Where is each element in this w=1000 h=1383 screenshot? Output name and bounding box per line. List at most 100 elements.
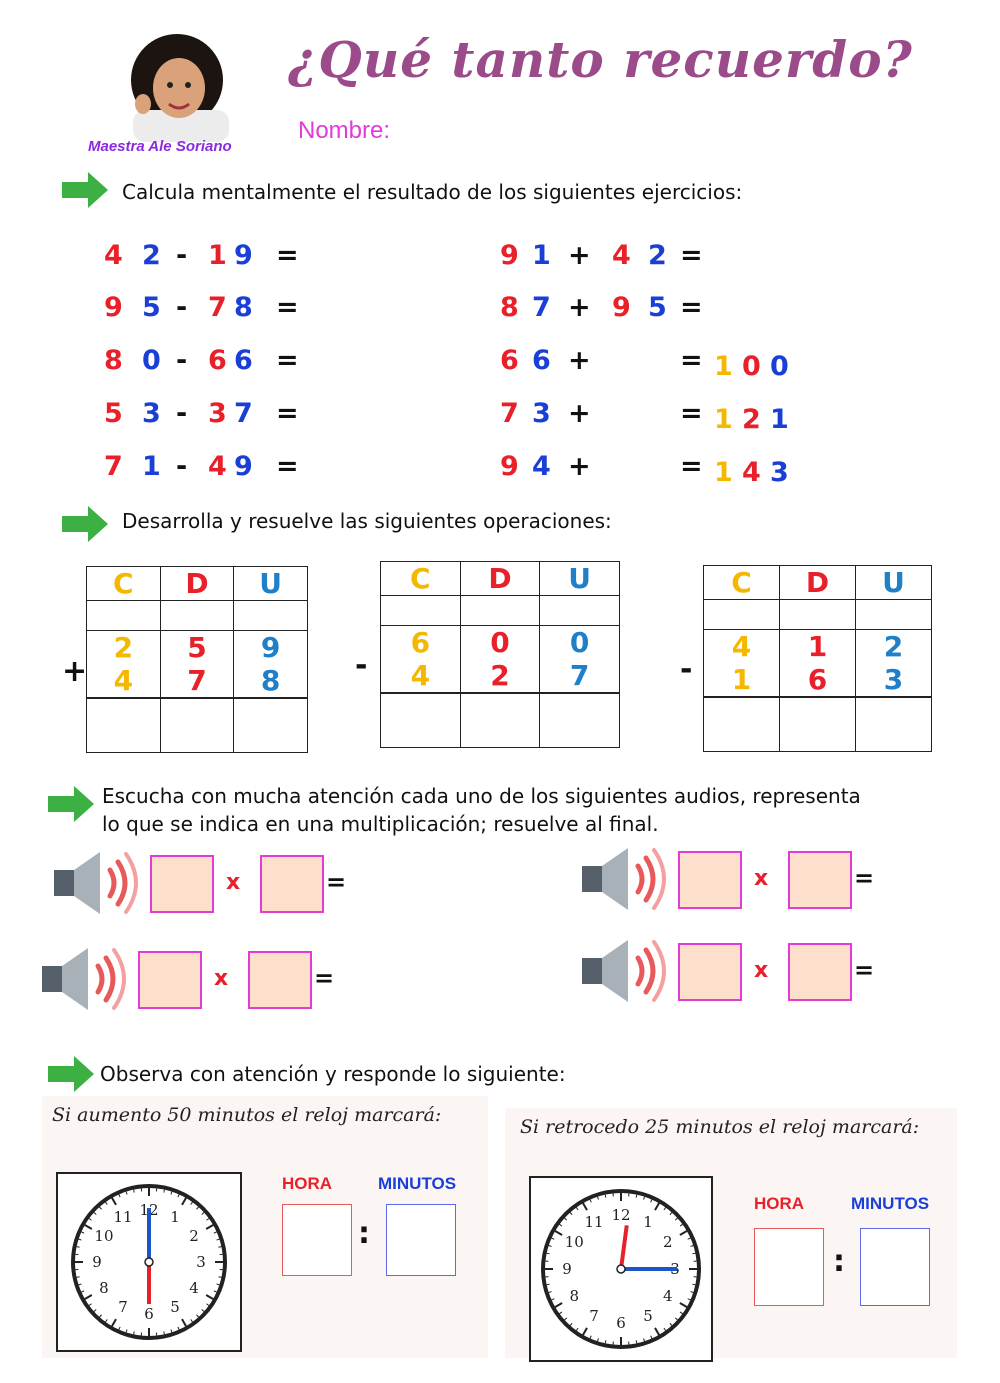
clock-number: 9 bbox=[92, 1253, 102, 1271]
cdu-empty-cell[interactable] bbox=[86, 600, 161, 631]
digit: 9 bbox=[500, 451, 519, 482]
result-digit: 1 bbox=[770, 404, 789, 435]
hour-input-box[interactable] bbox=[754, 1228, 824, 1306]
clock-number: 1 bbox=[643, 1213, 653, 1232]
cdu-empty-cell[interactable] bbox=[703, 696, 780, 752]
cdu-empty-cell[interactable] bbox=[86, 697, 161, 753]
digit: = bbox=[680, 345, 703, 376]
cdu-empty-cell[interactable] bbox=[459, 595, 541, 626]
clock-number: 4 bbox=[189, 1279, 199, 1297]
cdu-empty-cell[interactable] bbox=[159, 697, 235, 753]
digit: 9 bbox=[612, 292, 631, 323]
speaker-play-icon[interactable] bbox=[580, 938, 670, 1009]
digit: 7 bbox=[532, 292, 551, 323]
minutes-input-box[interactable] bbox=[386, 1204, 456, 1276]
clock-question: Si aumento 50 minutos el reloj marcará: bbox=[52, 1104, 442, 1126]
result-digit: 1 bbox=[714, 457, 733, 488]
cdu-header-cell: U bbox=[854, 565, 933, 600]
times-sign: x bbox=[214, 966, 229, 991]
hour-label: HORA bbox=[754, 1194, 805, 1213]
time-colon: : bbox=[358, 1216, 370, 1251]
digit: 7 bbox=[208, 292, 227, 323]
answer-box[interactable] bbox=[678, 943, 742, 1001]
cdu-empty-cell[interactable] bbox=[778, 696, 856, 752]
name-label: Nombre: bbox=[298, 117, 391, 144]
digit: 5 bbox=[142, 292, 161, 323]
clock-number: 12 bbox=[611, 1206, 631, 1224]
cdu-digit-cell: 5 bbox=[159, 630, 235, 664]
digit: 3 bbox=[532, 398, 551, 429]
clock-number: 4 bbox=[662, 1287, 673, 1305]
green-arrow-icon bbox=[62, 504, 110, 544]
digit: + bbox=[568, 292, 591, 323]
cdu-header-cell: D bbox=[159, 566, 235, 601]
digit: - bbox=[176, 398, 188, 429]
digit: 9 bbox=[234, 240, 253, 271]
digit: = bbox=[276, 398, 299, 429]
hour-input-box[interactable] bbox=[282, 1204, 352, 1276]
cdu-header-cell: C bbox=[703, 565, 780, 600]
instruction-clock: Observa con atención y responde lo sigui… bbox=[100, 1062, 566, 1086]
cdu-digit-cell: 2 bbox=[459, 659, 541, 694]
cdu-empty-cell[interactable] bbox=[539, 595, 620, 626]
digit: 4 bbox=[612, 240, 631, 271]
digit: = bbox=[276, 345, 299, 376]
result-digit: 0 bbox=[742, 351, 761, 382]
answer-box[interactable] bbox=[150, 855, 214, 913]
answer-box[interactable] bbox=[788, 851, 852, 909]
cdu-empty-cell[interactable] bbox=[703, 599, 780, 630]
times-sign: x bbox=[226, 870, 241, 895]
answer-box[interactable] bbox=[788, 943, 852, 1001]
cdu-empty-cell[interactable] bbox=[778, 599, 856, 630]
clock-number: 6 bbox=[144, 1305, 154, 1323]
cdu-empty-cell[interactable] bbox=[233, 697, 308, 753]
result-digit: 2 bbox=[742, 404, 761, 435]
clock-question: Si retrocedo 25 minutos el reloj marcará… bbox=[520, 1116, 920, 1138]
cdu-empty-cell[interactable] bbox=[380, 595, 461, 626]
cdu-digit-cell: 0 bbox=[459, 625, 541, 659]
digit: + bbox=[568, 345, 591, 376]
digit: 5 bbox=[648, 292, 667, 323]
clock-number: 10 bbox=[564, 1233, 584, 1251]
instruction-mental: Calcula mentalmente el resultado de los … bbox=[122, 180, 743, 204]
minutes-input-box[interactable] bbox=[860, 1228, 930, 1306]
cdu-empty-cell[interactable] bbox=[854, 696, 933, 752]
cdu-header-cell: C bbox=[380, 561, 461, 596]
answer-box[interactable] bbox=[678, 851, 742, 909]
result-digit: 4 bbox=[742, 457, 761, 488]
digit: 3 bbox=[142, 398, 161, 429]
cdu-empty-cell[interactable] bbox=[233, 600, 308, 631]
cdu-empty-cell[interactable] bbox=[159, 600, 235, 631]
speaker-play-icon[interactable] bbox=[580, 846, 670, 917]
speaker-play-icon[interactable] bbox=[40, 946, 130, 1017]
analog-clock: 121234567891011 bbox=[56, 1172, 242, 1352]
teacher-name: Maestra Ale Soriano bbox=[88, 138, 232, 155]
speaker-play-icon[interactable] bbox=[52, 850, 142, 921]
cdu-empty-cell[interactable] bbox=[539, 692, 620, 748]
digit: 7 bbox=[500, 398, 519, 429]
cdu-digit-cell: 1 bbox=[703, 663, 780, 698]
time-colon: : bbox=[833, 1244, 845, 1279]
cdu-empty-cell[interactable] bbox=[854, 599, 933, 630]
clock-number: 5 bbox=[643, 1306, 653, 1325]
answer-box[interactable] bbox=[248, 951, 312, 1009]
cdu-digit-cell: 6 bbox=[380, 625, 461, 659]
cdu-empty-cell[interactable] bbox=[380, 692, 461, 748]
digit: 9 bbox=[104, 292, 123, 323]
digit: - bbox=[176, 451, 188, 482]
cdu-header-cell: U bbox=[539, 561, 620, 596]
answer-box[interactable] bbox=[260, 855, 324, 913]
digit: 8 bbox=[234, 292, 253, 323]
digit: - bbox=[176, 345, 188, 376]
cdu-digit-cell: 4 bbox=[703, 629, 780, 663]
clock-number: 8 bbox=[569, 1287, 579, 1305]
instruction-operations: Desarrolla y resuelve las siguientes ope… bbox=[122, 509, 612, 533]
cdu-empty-cell[interactable] bbox=[459, 692, 541, 748]
digit: + bbox=[568, 451, 591, 482]
clock-number: 3 bbox=[196, 1253, 206, 1271]
digit: 6 bbox=[532, 345, 551, 376]
cdu-digit-cell: 7 bbox=[159, 664, 235, 699]
answer-box[interactable] bbox=[138, 951, 202, 1009]
